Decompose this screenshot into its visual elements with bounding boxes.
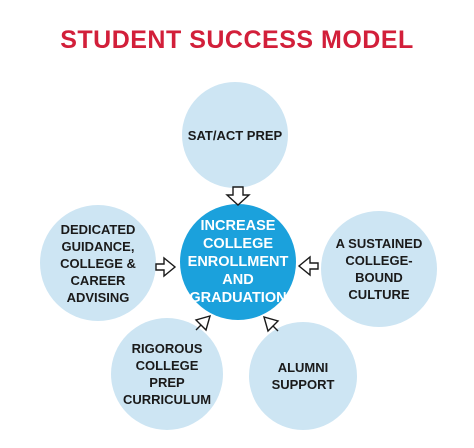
node-college-bound-culture-label: A SUSTAINED COLLEGE- BOUND CULTURE [335, 236, 423, 302]
node-guidance-advising: DEDICATED GUIDANCE, COLLEGE & CAREER ADV… [40, 205, 156, 321]
arrow-top-to-center [225, 186, 251, 206]
node-guidance-advising-label: DEDICATED GUIDANCE, COLLEGE & CAREER ADV… [60, 221, 136, 305]
arrow-left-to-center [155, 256, 177, 278]
node-sat-act-prep: SAT/ACT PREP [182, 82, 288, 188]
arrow-bottom-right-to-center [262, 315, 280, 333]
arrow-right-to-center [297, 255, 319, 277]
node-rigorous-curriculum-label: RIGOROUS COLLEGE PREP CURRICULUM [122, 341, 212, 407]
node-sat-act-prep-label: SAT/ACT PREP [187, 127, 283, 143]
node-alumni-support-label: ALUMNI SUPPORT [271, 360, 335, 392]
node-rigorous-curriculum: RIGOROUS COLLEGE PREP CURRICULUM [111, 318, 223, 430]
node-college-bound-culture: A SUSTAINED COLLEGE- BOUND CULTURE [321, 211, 437, 327]
node-center-goal-label: INCREASE COLLEGE ENROLLMENT AND GRADUATI… [187, 218, 289, 306]
node-center-goal: INCREASE COLLEGE ENROLLMENT AND GRADUATI… [180, 204, 296, 320]
node-alumni-support: ALUMNI SUPPORT [249, 322, 357, 430]
arrow-bottom-left-to-center [194, 314, 212, 332]
diagram-title: STUDENT SUCCESS MODEL [60, 26, 414, 54]
